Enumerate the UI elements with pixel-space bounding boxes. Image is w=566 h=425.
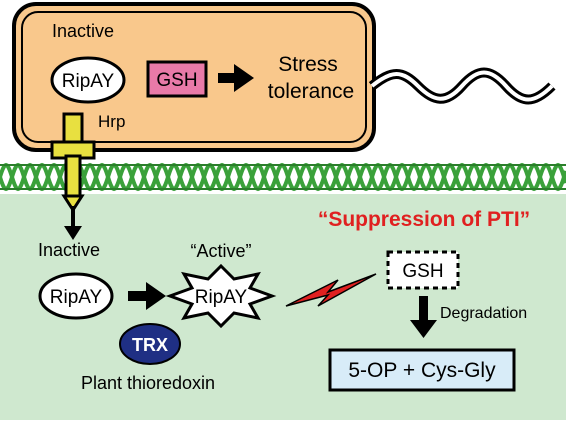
bacterium-arrow [218,64,254,92]
hrp-needle [50,112,96,240]
plant-gsh-box [386,250,460,290]
plant-inactive-label: Inactive [38,240,100,260]
bacterium-inactive-label: Inactive [52,21,114,41]
bacterium-gsh-box [146,60,208,98]
active-label: “Active” [190,241,251,261]
degradation-label: Degradation [440,305,527,322]
degradation-arrow [410,296,437,338]
thioredoxin-label: Plant thioredoxin [81,373,215,393]
trx-oval [119,323,181,365]
active-ripay-label: RipAY [195,287,248,308]
plant-gsh-label: GSH [402,261,443,282]
activation-arrow [128,282,166,310]
plant-ripay-label: RipAY [50,287,103,308]
trx-label: TRX [132,335,168,355]
product-label: 5-OP + Cys-Gly [348,359,496,382]
bacterium-ripay-oval [50,56,126,104]
suppression-label: “Suppression of PTI” [318,208,530,231]
plant-ripay-oval [38,272,114,320]
hrp-label: Hrp [98,112,125,131]
active-ripay-star [165,263,277,329]
bacterium-gsh-label: GSH [156,70,197,91]
bacterium-ripay-label: RipAY [62,71,115,92]
plant-membrane [0,160,566,194]
lightning-bolt [285,273,377,307]
product-box [328,348,516,392]
stress-label-line1: Stress [278,53,338,76]
stress-label-line2: tolerance [268,80,354,103]
